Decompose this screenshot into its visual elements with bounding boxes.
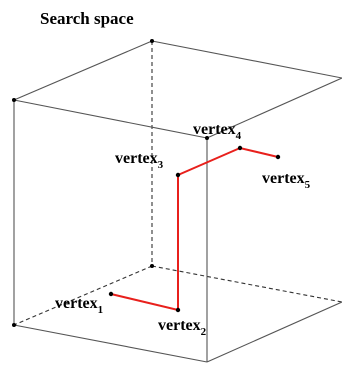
diagram-title: Search space xyxy=(40,9,134,28)
vertex-2-point xyxy=(175,307,181,313)
corner-dot xyxy=(12,323,16,327)
vertex-3-point xyxy=(175,172,181,178)
edge-top-left xyxy=(13,40,153,101)
search-path xyxy=(110,146,279,312)
vertex-5-label: vertex5 xyxy=(262,170,311,191)
edge-top-right xyxy=(206,77,342,139)
vertex-2-label: vertex2 xyxy=(158,317,207,338)
corner-dot xyxy=(205,136,209,140)
vertex-4-label: vertex4 xyxy=(193,121,242,142)
corner-dot xyxy=(150,264,154,268)
vertex-4-point xyxy=(237,145,243,151)
hidden-edge-right xyxy=(151,265,342,303)
vertex-1-label: vertex1 xyxy=(55,295,103,316)
cube-corners xyxy=(12,39,209,327)
edge-bottom-right xyxy=(206,301,342,363)
edge-top-back xyxy=(151,40,342,79)
corner-dot xyxy=(150,39,154,43)
path-points xyxy=(108,145,281,313)
corner-dot xyxy=(12,98,16,102)
vertex-1-point xyxy=(108,291,114,297)
cube-hidden-edges xyxy=(13,41,342,326)
edge-top-front xyxy=(13,99,208,139)
edge-bottom-front xyxy=(13,324,208,363)
cube-visible-edges xyxy=(13,40,342,363)
vertex-3-label: vertex3 xyxy=(115,150,164,171)
vertex-5-point xyxy=(275,154,281,160)
